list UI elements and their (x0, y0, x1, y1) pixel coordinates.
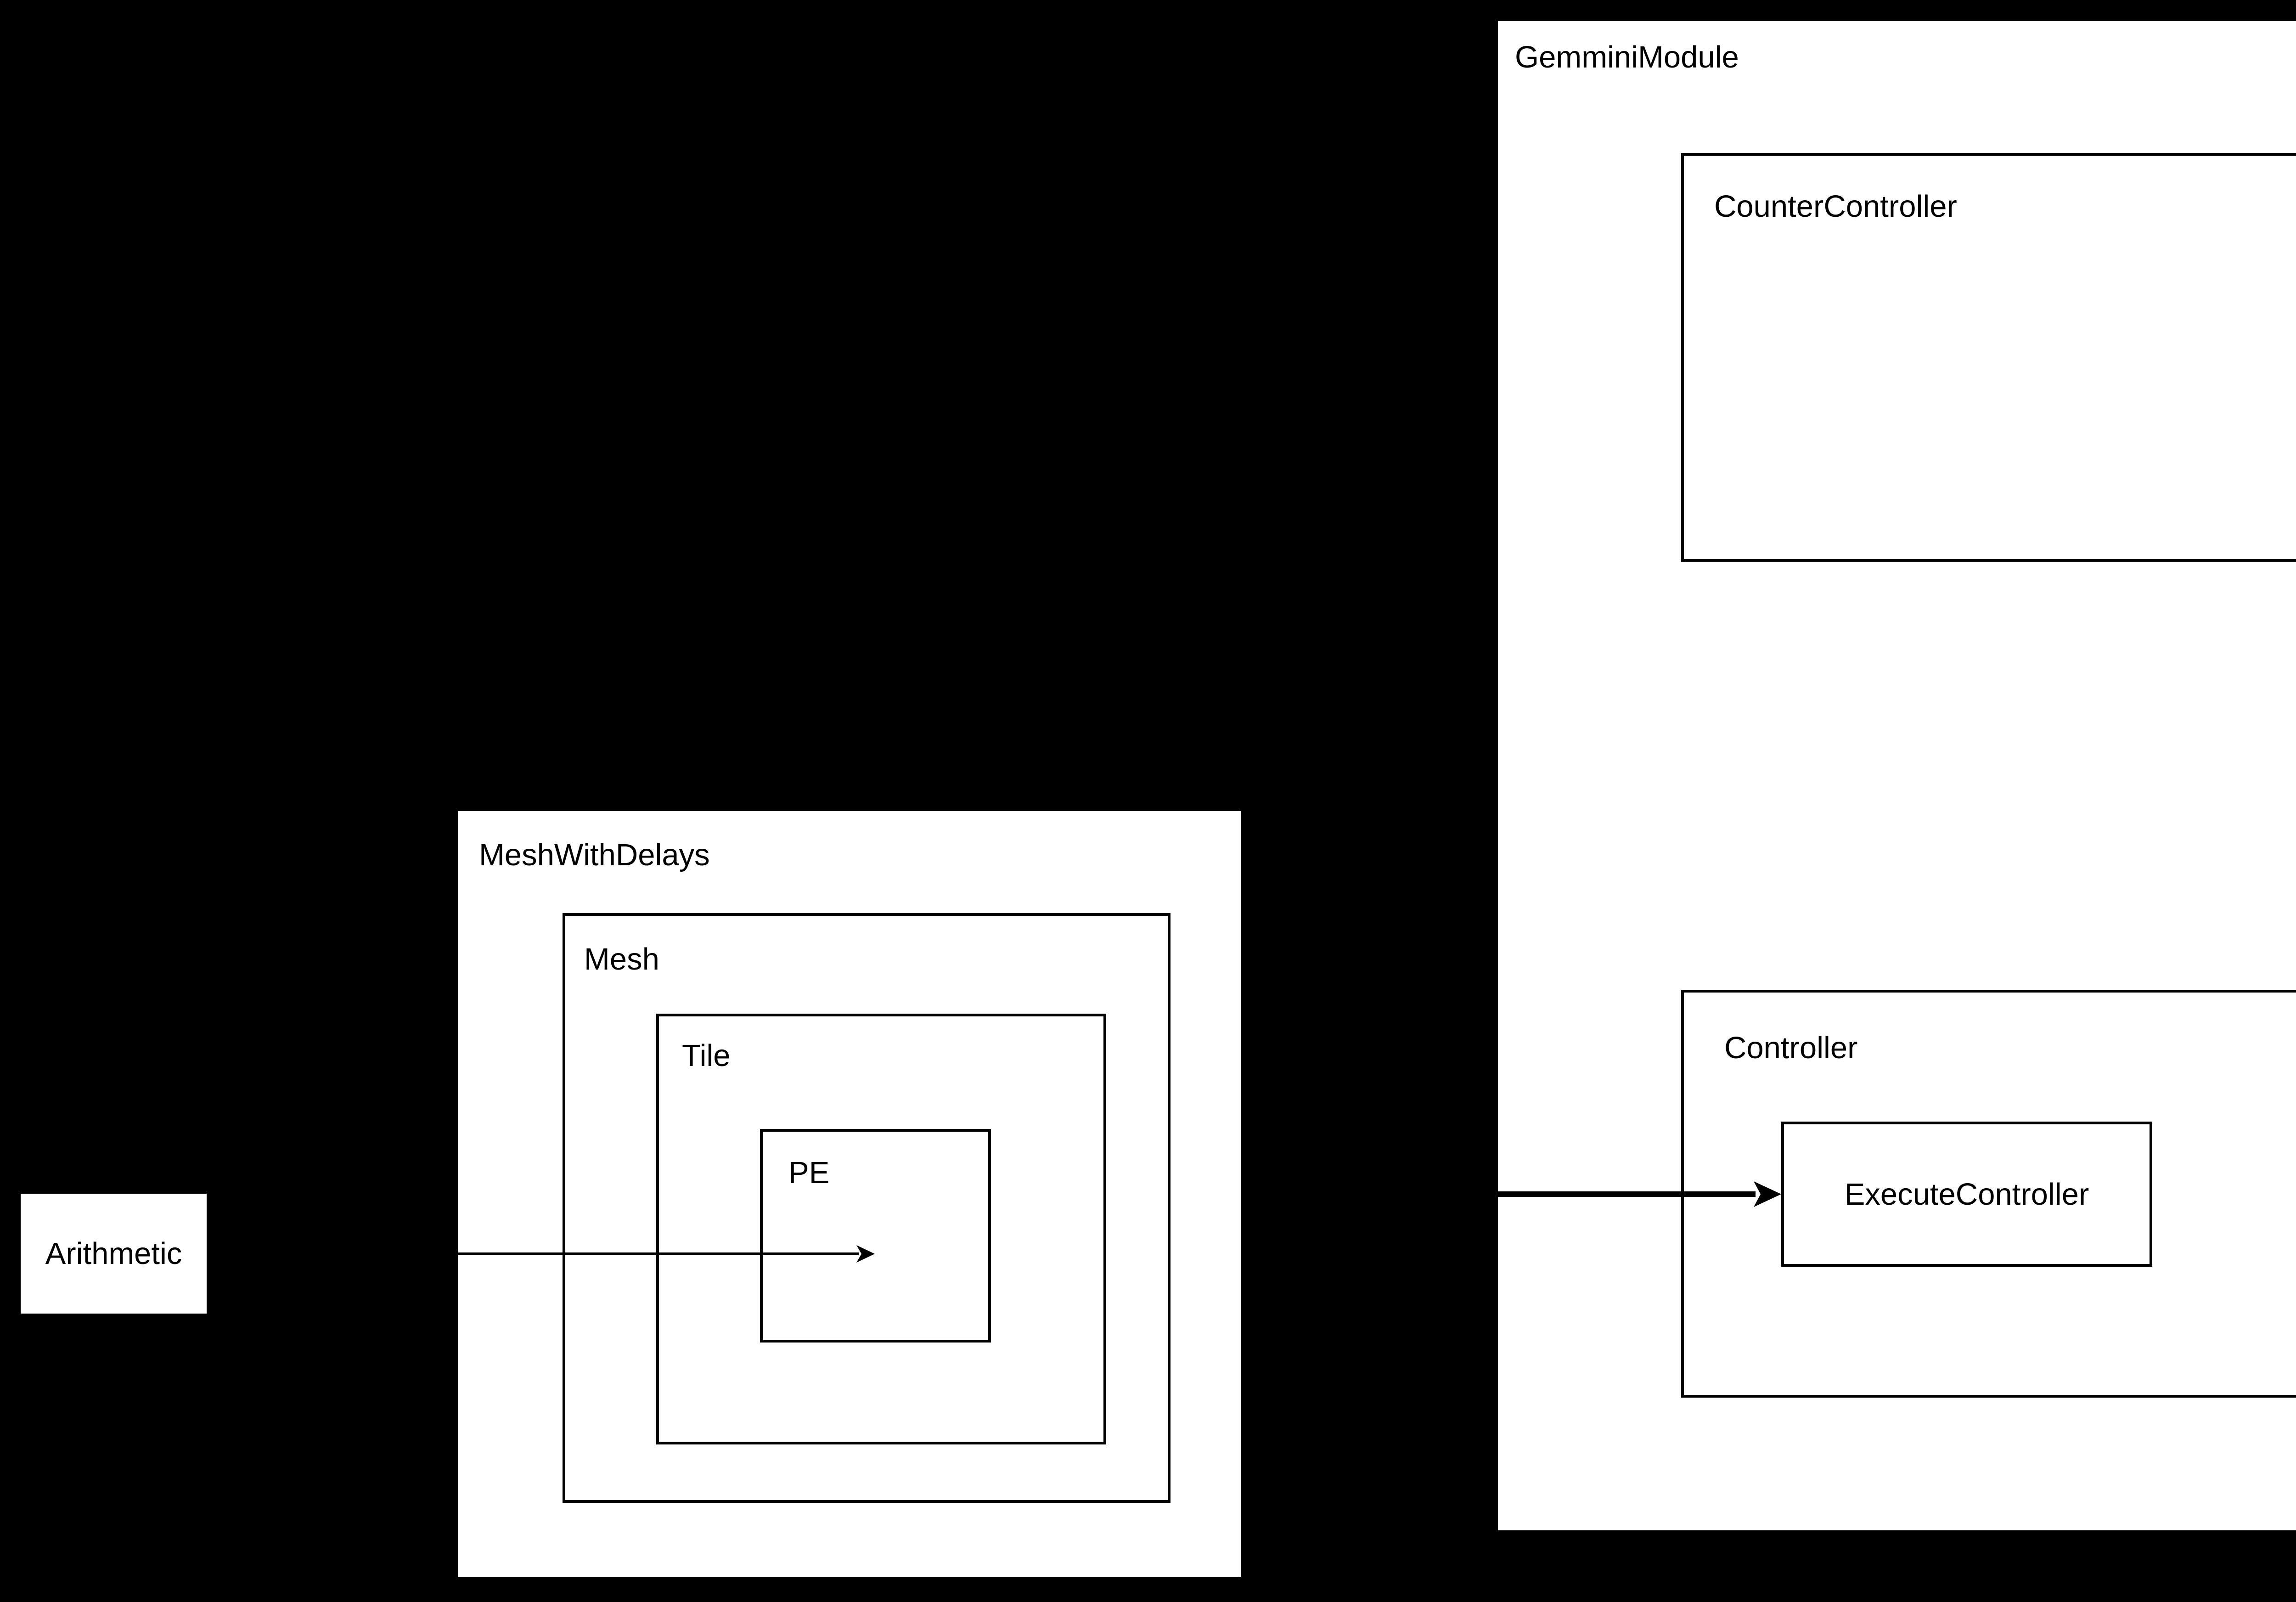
controller-label: Controller (1724, 1031, 1858, 1065)
pe-box: PE (760, 1129, 991, 1343)
tile-label: Tile (682, 1038, 731, 1073)
mesh-with-delays-label: MeshWithDelays (479, 838, 710, 872)
mesh-label: Mesh (584, 942, 659, 976)
arrow-mesh-input-arrowhead (856, 1245, 875, 1263)
arrow-execute-input (1244, 1181, 1781, 1207)
arrow-mesh-input (207, 1245, 875, 1263)
pe-label: PE (788, 1156, 830, 1190)
gemmini-module-label: GemminiModule (1515, 40, 1739, 74)
arithmetic-box: Arithmetic (21, 1194, 207, 1314)
counter-controller-box: CounterController (1681, 153, 2296, 562)
execute-controller-label: ExecuteController (1844, 1177, 2089, 1212)
execute-controller-box: ExecuteController (1781, 1122, 2152, 1267)
arrow-execute-input-arrowhead (1754, 1181, 1781, 1207)
arithmetic-label: Arithmetic (45, 1236, 182, 1271)
counter-controller-label: CounterController (1714, 189, 1957, 224)
